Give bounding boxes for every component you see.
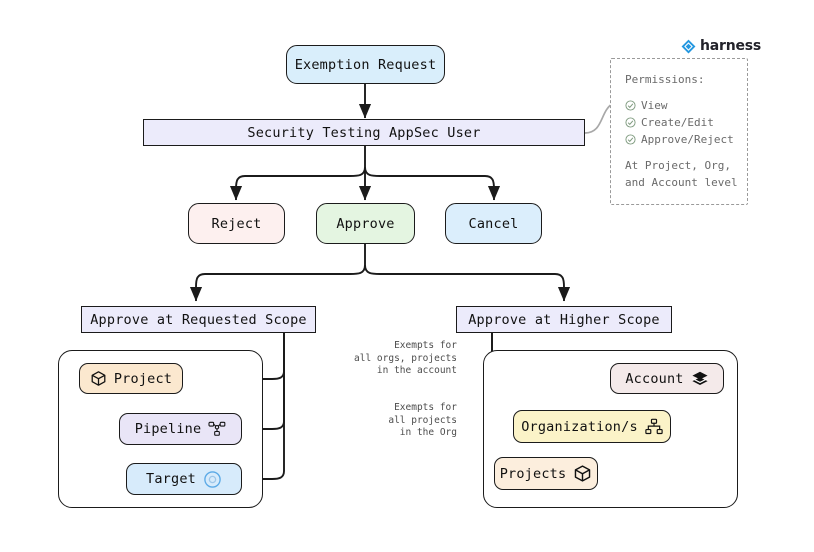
node-label: Cancel xyxy=(468,215,519,232)
node-cancel[interactable]: Cancel xyxy=(445,203,542,244)
node-label: Projects xyxy=(499,465,567,482)
node-approve-requested-scope[interactable]: Approve at Requested Scope xyxy=(81,306,316,333)
node-organizations[interactable]: Organization/s xyxy=(513,410,671,443)
check-circle-icon xyxy=(625,117,636,128)
check-circle-icon xyxy=(625,134,636,145)
permissions-footer-line-2: and Account level xyxy=(625,176,738,189)
check-circle-icon xyxy=(625,100,636,111)
permission-label: Create/Edit xyxy=(641,116,714,129)
node-label: Project xyxy=(113,370,173,387)
node-reject[interactable]: Reject xyxy=(188,203,285,244)
node-label: Security Testing AppSec User xyxy=(247,124,481,141)
node-projects[interactable]: Projects xyxy=(494,457,598,490)
edge-label-org-exempt: Exempts for all projects in the Org xyxy=(388,402,457,438)
node-approve-higher-scope[interactable]: Approve at Higher Scope xyxy=(456,306,672,333)
node-pipeline[interactable]: Pipeline xyxy=(119,413,242,445)
layers-icon xyxy=(691,370,709,388)
permissions-title: Permissions: xyxy=(625,73,705,86)
permissions-panel: Permissions: View Create/Edit xyxy=(610,58,748,205)
node-account[interactable]: Account xyxy=(610,363,724,394)
node-label: Account xyxy=(625,370,684,387)
permission-label: View xyxy=(641,99,668,112)
node-exemption-request[interactable]: Exemption Request xyxy=(286,45,445,84)
node-label: Approve at Requested Scope xyxy=(90,311,307,328)
node-label: Pipeline xyxy=(134,421,202,437)
org-chart-icon xyxy=(645,418,663,435)
permission-item-approve-reject: Approve/Reject xyxy=(625,131,734,148)
node-label: Exemption Request xyxy=(294,56,437,73)
brand-logo: harness xyxy=(681,38,761,54)
node-label: Target xyxy=(146,471,196,487)
node-label: Approve at Higher Scope xyxy=(468,311,660,328)
node-label: Approve xyxy=(336,215,395,232)
edge-label-account-exempt: Exempts for all orgs, projects in the ac… xyxy=(354,340,457,376)
brand-name: harness xyxy=(700,38,762,54)
node-label: Organization/s xyxy=(521,418,638,435)
cube-icon xyxy=(90,370,107,387)
cube-icon xyxy=(573,464,592,483)
node-target[interactable]: Target xyxy=(126,463,242,495)
node-approve[interactable]: Approve xyxy=(316,203,415,244)
harness-diamond-icon xyxy=(681,39,696,54)
node-label: Reject xyxy=(211,215,262,232)
permissions-footer-line-1: At Project, Org, xyxy=(625,159,731,172)
pipeline-nodes-icon xyxy=(208,421,226,437)
node-appsec-user[interactable]: Security Testing AppSec User xyxy=(143,119,585,146)
target-circle-icon xyxy=(203,470,222,489)
node-project[interactable]: Project xyxy=(79,363,183,394)
permission-label: Approve/Reject xyxy=(641,133,734,146)
permission-item-create-edit: Create/Edit xyxy=(625,114,733,131)
permission-item-view: View xyxy=(625,97,733,114)
